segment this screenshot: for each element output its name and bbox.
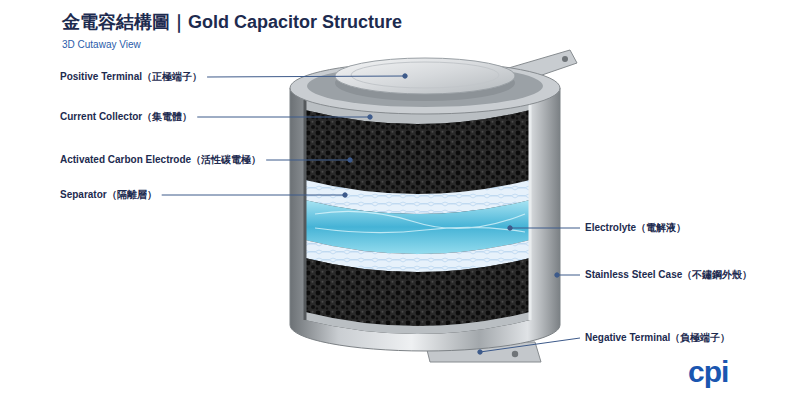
leader-dot (348, 158, 352, 162)
leader-line (510, 228, 580, 229)
part-label-box: Current Collector（集電體） (60, 110, 192, 124)
part-label: Negative Terminal（負極端子） (585, 332, 730, 343)
brand-logo-box: cpi (688, 356, 728, 388)
part-label-box: Activated Carbon Electrode（活性碳電極） (60, 153, 261, 167)
part-label-box: Separator（隔離層） (60, 188, 157, 202)
part-label-box: Stainless Steel Case（不鏽鋼外殼） (585, 268, 752, 282)
leader-dot (555, 273, 559, 277)
subtitle-box: 3D Cutaway View (62, 38, 141, 52)
leader-dot (368, 115, 372, 119)
part-label: Stainless Steel Case（不鏽鋼外殼） (585, 269, 752, 280)
part-label: Positive Terminal（正極端子） (60, 71, 202, 82)
leader-dot (403, 74, 407, 78)
leader-dot (343, 193, 347, 197)
part-label: Separator（隔離層） (60, 189, 157, 200)
part-label-box: Positive Terminal（正極端子） (60, 70, 202, 84)
leader-dot (478, 350, 482, 354)
part-label: Activated Carbon Electrode（活性碳電極） (60, 154, 261, 165)
leader-line (162, 195, 345, 196)
part-label-box: Electrolyte（電解液） (585, 221, 686, 235)
leader-line (557, 275, 580, 276)
part-label: Current Collector（集電體） (60, 111, 192, 122)
leader-dot (508, 226, 512, 230)
subtitle: 3D Cutaway View (62, 39, 141, 50)
part-label-box: Negative Terminal（負極端子） (585, 331, 730, 345)
part-label: Electrolyte（電解液） (585, 222, 686, 233)
leader-line (197, 117, 370, 118)
diagram-title: 金電容結構圖｜Gold Capacitor Structure (62, 10, 402, 34)
leader-line (207, 76, 405, 77)
leader-line (480, 338, 580, 352)
brand-logo: cpi (688, 355, 728, 388)
leader-line (266, 160, 350, 161)
